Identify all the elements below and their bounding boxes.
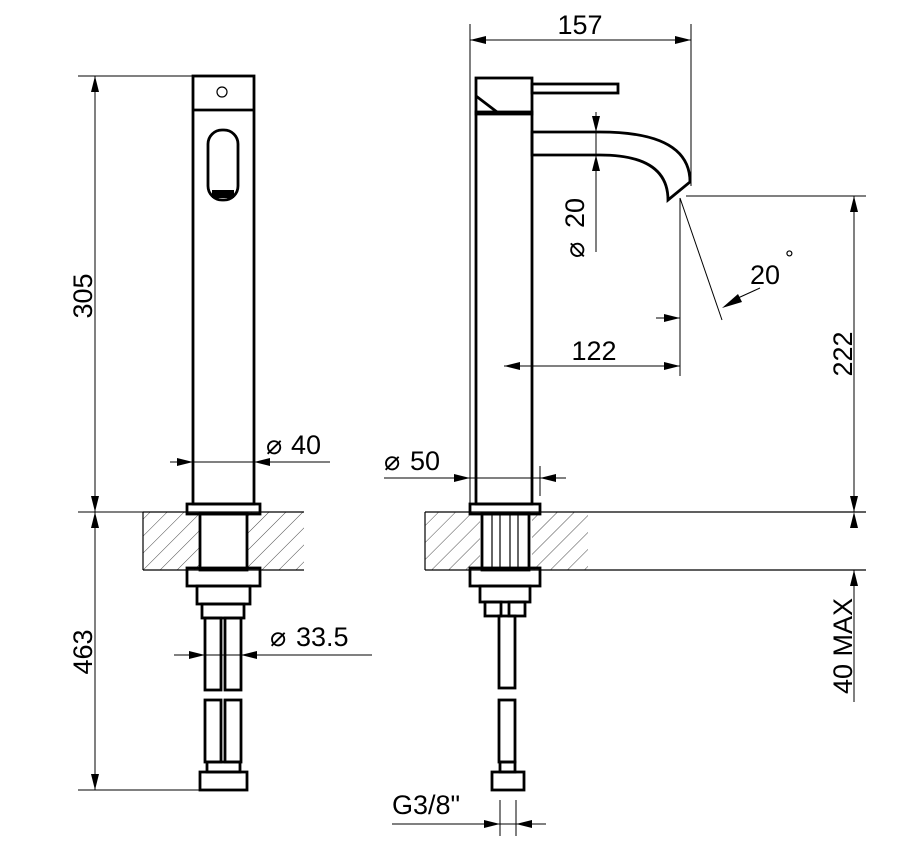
- side-view: 157 ⌀ 20 20 ° 122 222 40 MAX: [384, 10, 866, 836]
- faucet-body-side: [474, 110, 534, 506]
- supply-hose-side: [497, 614, 517, 690]
- counter-section-right: [247, 512, 304, 570]
- dimension-label-33-5: 33.5: [296, 622, 349, 652]
- dimension-label-463: 463: [68, 629, 98, 674]
- dimension-label-157: 157: [557, 10, 602, 40]
- spout: [530, 130, 692, 203]
- dimension-label-20: 20: [560, 198, 590, 228]
- diameter-symbol-20: ⌀: [560, 242, 590, 258]
- counter-section-left: [143, 512, 200, 570]
- faucet-head-side: [474, 76, 534, 116]
- lever-slot: [206, 128, 240, 202]
- aerator-hole: [216, 86, 228, 98]
- dimension-label-50: 50: [410, 446, 440, 476]
- dimension-label-40-max: 40 MAX: [828, 598, 858, 694]
- angle-label-20: 20: [750, 260, 780, 290]
- hose-connector-front: [198, 770, 249, 792]
- dimension-label-40: 40: [291, 430, 321, 460]
- hose-connector-side: [490, 770, 526, 792]
- diameter-symbol-33-5: ⌀: [270, 622, 286, 652]
- thread-label: G3/8": [392, 790, 460, 820]
- front-view: 305 463 ⌀ 40 ⌀ 33.5: [68, 74, 372, 792]
- dimension-label-122: 122: [571, 336, 616, 366]
- lever-handle: [530, 82, 620, 95]
- counter-section-side-right: [532, 512, 588, 570]
- faucet-body-front: [191, 74, 256, 506]
- degree-symbol: °: [785, 246, 794, 271]
- diameter-symbol-40: ⌀: [266, 430, 282, 460]
- diameter-symbol-50: ⌀: [384, 446, 400, 476]
- dimension-label-305: 305: [68, 273, 98, 318]
- shank-side: [480, 512, 531, 572]
- supply-hoses-front: [203, 616, 243, 764]
- dimension-label-222: 222: [828, 331, 858, 376]
- shank-front: [198, 512, 249, 572]
- counter-section-side-left: [425, 512, 480, 570]
